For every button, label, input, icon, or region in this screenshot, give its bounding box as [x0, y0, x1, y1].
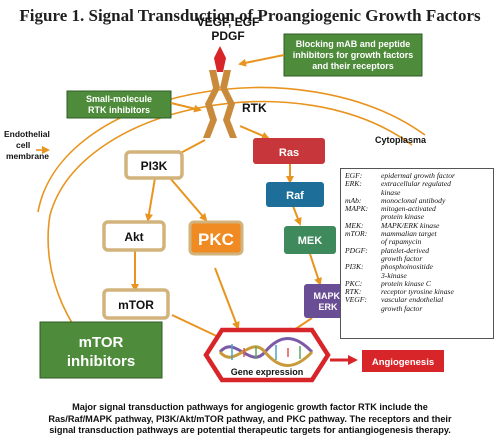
membrane-label-line3: membrane — [6, 151, 49, 161]
legend-entry: MEK: MAPK/ERK kinase — [345, 220, 455, 230]
cell-membrane-arc-outer — [37, 86, 426, 213]
blocking-inhibitors-box — [283, 33, 423, 77]
legend-abbr: MAPK: — [345, 204, 369, 214]
mtor-inhibitors-line1: mTOR — [79, 334, 124, 351]
node-mek-label: MEK — [298, 235, 323, 247]
ligand-label-line2: PDGF — [211, 29, 244, 43]
legend-def: MAPK/ERK kinase — [381, 220, 440, 230]
mtor-inhibitors-line2: inhibitors — [67, 353, 135, 370]
legend-def: protein kinase C — [381, 278, 431, 288]
abbreviation-legend: EGF: epidermal growth factor ERK: extracel… — [340, 168, 494, 339]
legend-entry: PKC: protein kinase C — [345, 278, 455, 288]
node-mapk-label-line1: MAPK/ — [314, 291, 343, 301]
arrow-smallmolecule-receptor — [170, 102, 202, 113]
node-pkc — [188, 220, 244, 256]
legend-def: receptor tyrosine kinase — [381, 287, 454, 297]
small-molecule-line2: RTK inhibitors — [88, 105, 150, 115]
node-pi3k-label: PI3K — [141, 159, 168, 173]
blocking-line1: Blocking mAB and peptide — [296, 39, 411, 49]
node-mtor — [102, 288, 170, 320]
node-pkc-label: PKC — [198, 230, 234, 249]
legend-entry: mAb: monoclonal antibody — [345, 195, 455, 205]
angiogenesis-box — [362, 350, 444, 372]
small-molecule-inhibitors-box — [66, 90, 172, 119]
blocking-line2: inhibitors for growth factors — [293, 50, 414, 60]
legend-def: epidermal growth factor — [381, 171, 455, 180]
legend-entry: EGF: epidermal growth factor — [345, 171, 455, 180]
legend-entry: RTK: receptor tyrosine kinase — [345, 287, 455, 297]
legend-def: monoclonal antibody — [381, 195, 446, 205]
angiogenesis-label: Angiogenesis — [372, 357, 434, 368]
legend-abbr: PI3K: — [345, 262, 364, 272]
legend-abbr: EGF: — [345, 171, 363, 180]
node-raf-label: Raf — [286, 190, 304, 202]
growth-factor-ligand — [214, 46, 226, 72]
arrow-pi3k-akt — [145, 177, 156, 222]
arrow-blocking-receptor — [238, 54, 285, 67]
membrane-label-line1: Endothelial — [4, 129, 50, 139]
node-mtor-label: mTOR — [118, 298, 154, 312]
node-ras-label: Ras — [279, 147, 299, 159]
node-pi3k — [124, 150, 184, 180]
dna-helix-icon — [218, 337, 314, 367]
arrow-raf-mek — [292, 205, 302, 226]
ligand-label-line1: VEGF, EGF — [197, 15, 260, 29]
legend-abbr: mTOR: — [345, 229, 368, 239]
arrow-pi3k-pkc — [169, 177, 208, 222]
legend-abbr: VEGF: — [345, 295, 367, 305]
small-molecule-line1: Small-molecule — [86, 94, 152, 104]
node-ras — [253, 138, 325, 164]
legend-abbr: MEK: — [345, 220, 364, 230]
node-raf — [266, 182, 324, 207]
rtk-label: RTK — [242, 101, 267, 115]
figure-caption: Major signal transduction pathways for a… — [48, 402, 452, 435]
arrow-pkc-gene — [214, 267, 240, 330]
rtk-receptor — [203, 46, 237, 138]
legend-abbr: PKC: — [345, 278, 363, 288]
node-mek — [284, 226, 336, 254]
gene-expression-label: Gene expression — [231, 367, 304, 377]
node-akt-label: Akt — [124, 230, 143, 244]
figure-title: Figure 1. Signal Transduction of Proangi… — [19, 6, 481, 25]
legend-table: EGF: epidermal growth factor ERK: extracel… — [345, 171, 455, 313]
node-akt — [102, 220, 166, 252]
arrow-rtk-ras — [239, 125, 270, 140]
blocking-line3: and their receptors — [312, 61, 394, 71]
node-mapk-label-line2: ERK — [318, 302, 338, 312]
legend-abbr: RTK: — [345, 287, 362, 297]
legend-abbr: mAb: — [345, 195, 362, 205]
arrow-mek-mapk — [309, 253, 322, 286]
mtor-inhibitors-box — [39, 321, 163, 379]
cytoplasma-label: Cytoplasma — [375, 135, 427, 145]
legend-abbr: PDGF: — [345, 245, 368, 255]
membrane-label-line2: cell — [16, 140, 30, 150]
legend-abbr: ERK: — [345, 179, 362, 189]
